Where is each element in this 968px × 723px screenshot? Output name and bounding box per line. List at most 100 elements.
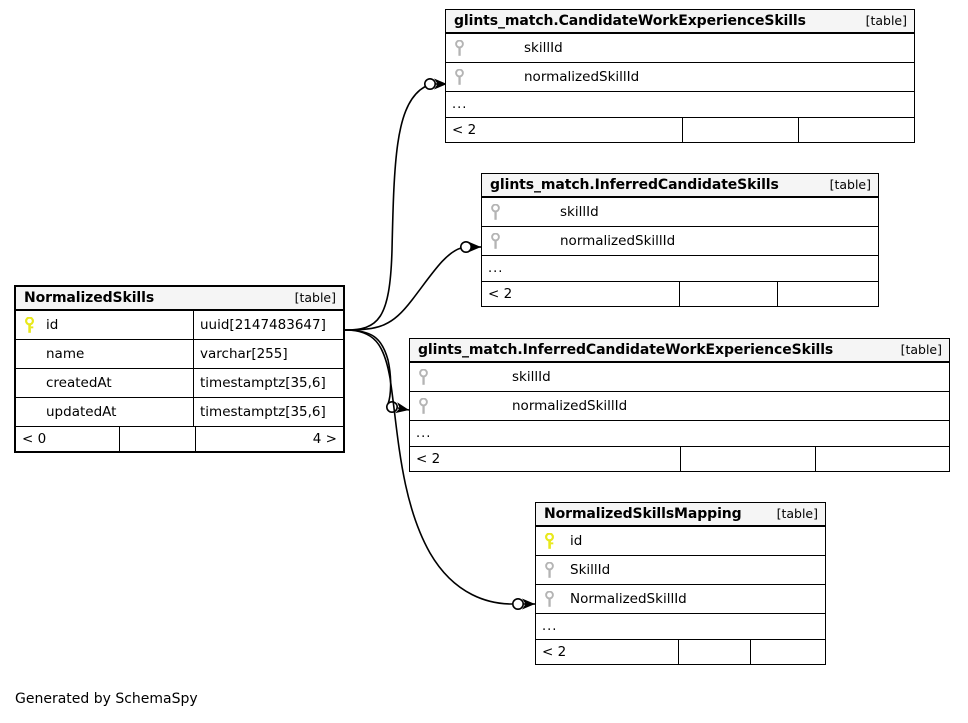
column-cell-name: createdAt [16, 369, 193, 397]
table-footer: < 0 4 > [16, 427, 343, 451]
table-title: NormalizedSkillsMapping [544, 505, 742, 522]
column-row-updatedat[interactable]: updatedAt timestamptz[35,6] [16, 398, 343, 427]
key-icon-primary [23, 316, 36, 334]
table-kind-label: [table] [900, 342, 942, 357]
key-icon-none [23, 404, 36, 421]
more-columns-indicator: ... [536, 614, 825, 640]
column-name: createdAt [46, 375, 112, 391]
column-row-id[interactable]: id uuid[2147483647] [16, 311, 343, 340]
key-icon-none [23, 346, 36, 363]
key-icon-foreign [417, 397, 430, 415]
footer-children-count [777, 282, 878, 306]
column-name: skillId [512, 369, 551, 385]
column-cell-name: id [536, 527, 825, 555]
column-name: normalizedSkillId [560, 233, 676, 249]
key-icon-foreign [453, 39, 466, 57]
table-header: glints_match.CandidateWorkExperienceSkil… [446, 10, 914, 34]
column-name: SkillId [570, 562, 611, 578]
column-cell-name: normalizedSkillId [482, 227, 878, 255]
generated-by-note: Generated by SchemaSpy [15, 691, 198, 707]
table-title: glints_match.InferredCandidateWorkExperi… [418, 341, 834, 358]
table-node-normalized-skills-mapping[interactable]: NormalizedSkillsMapping [table] id [535, 502, 826, 665]
more-columns-indicator: ... [410, 421, 949, 447]
key-icon-foreign [489, 232, 502, 250]
column-cell-name: SkillId [536, 556, 825, 584]
edge-normalizedskills-to-inferredcandidateworkexperienceskills [344, 329, 410, 414]
table-kind-label: [table] [776, 506, 818, 521]
column-name: skillId [524, 40, 563, 56]
table-header: NormalizedSkillsMapping [table] [536, 503, 825, 527]
column-row-normalizedskillid[interactable]: normalizedSkillId [482, 227, 878, 256]
table-title: glints_match.CandidateWorkExperienceSkil… [454, 12, 806, 29]
footer-middle [679, 282, 777, 306]
column-row-normalizedskillid[interactable]: normalizedSkillId [446, 63, 914, 92]
key-icon-foreign [453, 68, 466, 86]
more-columns-indicator: ... [446, 92, 914, 118]
footer-parents-count: < 2 [452, 122, 477, 138]
more-columns-indicator: ... [482, 256, 878, 282]
column-name: normalizedSkillId [524, 69, 640, 85]
column-row-id[interactable]: id [536, 527, 825, 556]
column-row-skillid[interactable]: skillId [446, 34, 914, 63]
footer-middle [680, 447, 815, 471]
column-name: id [570, 533, 583, 549]
table-node-normalized-skills[interactable]: NormalizedSkills [table] id uuid[2147483… [14, 285, 345, 453]
column-cell-name: NormalizedSkillId [536, 585, 825, 613]
table-kind-label: [table] [294, 290, 336, 305]
column-cell-name: normalizedSkillId [410, 392, 949, 420]
key-icon-primary [543, 532, 556, 550]
column-type: timestamptz[35,6] [193, 369, 343, 397]
table-footer: < 2 [482, 282, 878, 306]
table-kind-label: [table] [865, 13, 907, 28]
key-icon-foreign [543, 561, 556, 579]
footer-children-count [815, 447, 949, 471]
column-type: timestamptz[35,6] [193, 398, 343, 426]
column-row-skillid[interactable]: skillId [410, 363, 949, 392]
column-cell-name: normalizedSkillId [446, 63, 914, 91]
column-cell-name: skillId [482, 198, 878, 226]
column-name: normalizedSkillId [512, 398, 628, 414]
key-icon-foreign [489, 203, 502, 221]
key-icon-foreign [543, 590, 556, 608]
column-row-createdat[interactable]: createdAt timestamptz[35,6] [16, 369, 343, 398]
table-node-candidate-work-experience-skills[interactable]: glints_match.CandidateWorkExperienceSkil… [445, 9, 915, 143]
column-cell-name: name [16, 340, 193, 368]
column-name: skillId [560, 204, 599, 220]
table-title: NormalizedSkills [24, 289, 155, 306]
column-cell-name: skillId [446, 34, 914, 62]
footer-parents-count: < 2 [488, 286, 513, 302]
edge-normalizedskills-to-inferredcandidateskills [344, 241, 481, 331]
table-node-inferred-candidate-skills[interactable]: glints_match.InferredCandidateSkills [ta… [481, 173, 879, 307]
footer-middle [119, 427, 195, 451]
column-row-normalizedskillid[interactable]: normalizedSkillId [410, 392, 949, 421]
table-footer: < 2 [446, 118, 914, 142]
column-row-skillid[interactable]: skillId [482, 198, 878, 227]
footer-children-count: 4 > [195, 427, 343, 451]
table-node-inferred-candidate-work-experience-skills[interactable]: glints_match.InferredCandidateWorkExperi… [409, 338, 950, 472]
column-cell-name: id [16, 311, 193, 339]
table-title: glints_match.InferredCandidateSkills [490, 176, 779, 193]
key-icon-none [23, 375, 36, 392]
table-header: NormalizedSkills [table] [16, 287, 343, 311]
table-footer: < 2 [536, 640, 825, 664]
column-name: updatedAt [46, 404, 117, 420]
column-row-normalizedskillid[interactable]: NormalizedSkillId [536, 585, 825, 614]
footer-parents-count: < 2 [416, 451, 441, 467]
table-header: glints_match.InferredCandidateWorkExperi… [410, 339, 949, 363]
column-row-name[interactable]: name varchar[255] [16, 340, 343, 369]
column-cell-name: updatedAt [16, 398, 193, 426]
column-name: NormalizedSkillId [570, 591, 687, 607]
column-row-skillid[interactable]: SkillId [536, 556, 825, 585]
footer-children-count [750, 640, 825, 664]
footer-children-count [798, 118, 914, 142]
table-kind-label: [table] [829, 177, 871, 192]
column-cell-name: skillId [410, 363, 949, 391]
column-type: varchar[255] [193, 340, 343, 368]
table-footer: < 2 [410, 447, 949, 471]
edge-normalizedskills-to-candidateworkexperienceskills [344, 78, 447, 331]
footer-parents-count: < 0 [22, 431, 47, 447]
key-icon-foreign [417, 368, 430, 386]
table-header: glints_match.InferredCandidateSkills [ta… [482, 174, 878, 198]
column-type: uuid[2147483647] [193, 311, 343, 339]
